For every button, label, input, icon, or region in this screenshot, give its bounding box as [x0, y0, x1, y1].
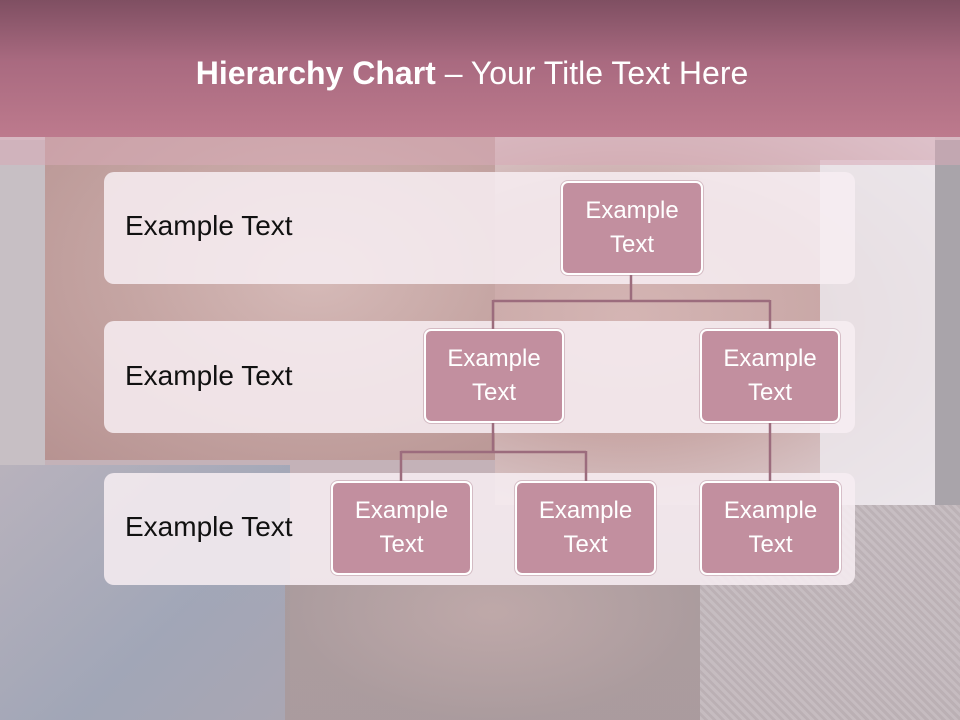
node-leaf-2-line2: Text [563, 531, 608, 558]
node-mid-right-line2: Text [747, 379, 792, 406]
title-bar [0, 0, 960, 137]
node-leaf-1-line1: Example [354, 497, 449, 524]
node-root[interactable]: Example Text [561, 181, 703, 275]
node-leaf-3[interactable]: Example Text [700, 481, 841, 575]
node-leaf-2-line1: Example [538, 497, 633, 524]
node-root-line1: Example [585, 197, 679, 224]
node-root-line2: Text [609, 231, 654, 258]
level-label-1[interactable]: Example Text [125, 210, 293, 241]
slide-title[interactable]: Hierarchy Chart – Your Title Text Here [0, 55, 944, 92]
node-leaf-1-line2: Text [379, 531, 424, 558]
node-mid-left[interactable]: Example Text [424, 329, 564, 423]
slide-title-rest: – Your Title Text Here [435, 55, 749, 91]
node-mid-left-line1: Example [447, 345, 541, 372]
title-bar-strip [0, 137, 960, 165]
level-label-3[interactable]: Example Text [125, 511, 293, 542]
node-leaf-3-line2: Text [748, 531, 793, 558]
node-leaf-1[interactable]: Example Text [331, 481, 472, 575]
node-leaf-3-line1: Example [723, 497, 818, 524]
node-leaf-2[interactable]: Example Text [515, 481, 656, 575]
node-mid-left-line2: Text [471, 379, 516, 406]
node-mid-right[interactable]: Example Text [700, 329, 840, 423]
slide-title-bold: Hierarchy Chart [195, 55, 436, 91]
level-band-1 [104, 172, 855, 284]
node-mid-right-line1: Example [723, 345, 817, 372]
level-label-2[interactable]: Example Text [125, 360, 293, 391]
